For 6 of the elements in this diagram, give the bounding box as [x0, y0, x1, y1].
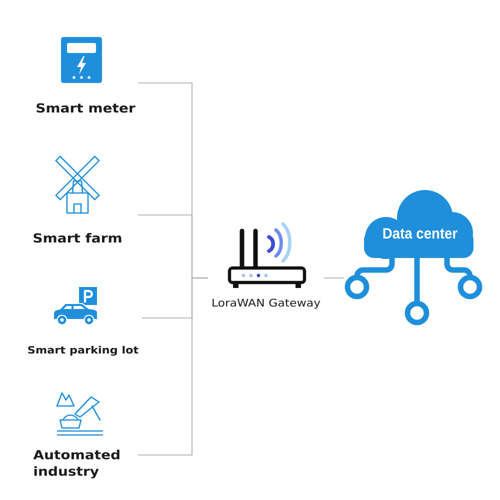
- icon-caption: Automated industry: [33, 450, 120, 478]
- icon-caption: LoraWAN Gateway: [212, 298, 320, 309]
- connector-line: [138, 278, 208, 456]
- icon-caption: Smart parking lot: [28, 346, 138, 356]
- icon-caption: Smart farm: [34, 233, 122, 243]
- icon-caption: Smart meter: [36, 103, 136, 113]
